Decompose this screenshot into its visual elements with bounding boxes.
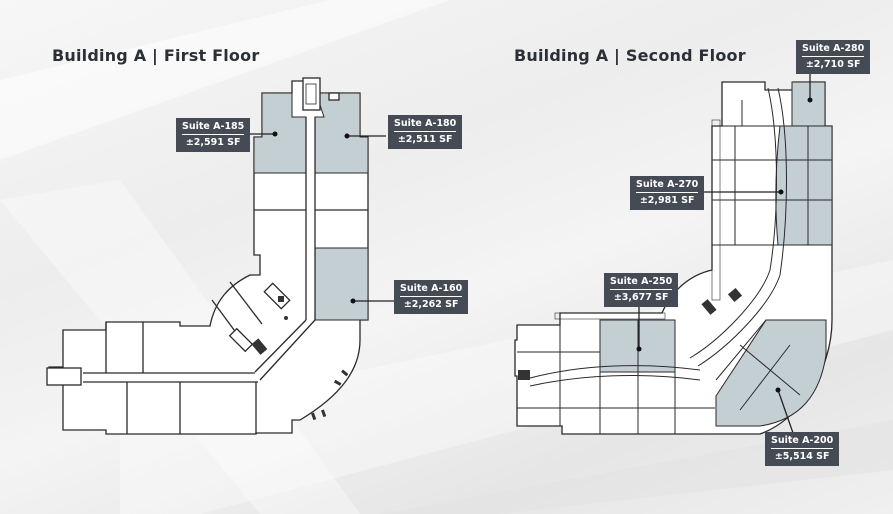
suite-a-160-label[interactable]: Suite A-160 ±2,262 SF xyxy=(394,280,469,314)
suite-a-250-area xyxy=(599,319,676,373)
suite-a-270-label[interactable]: Suite A-270 ±2,981 SF xyxy=(630,176,705,210)
suite-a-280-area xyxy=(791,81,826,127)
suite-a-200-label[interactable]: Suite A-200 ±5,514 SF xyxy=(765,432,840,466)
suite-a-270-area xyxy=(775,125,833,246)
suite-a-280-label[interactable]: Suite A-280 ±2,710 SF xyxy=(796,40,871,74)
second-floor-title: Building A | Second Floor xyxy=(514,46,746,65)
first-floor-title: Building A | First Floor xyxy=(52,46,260,65)
suite-a-185-label[interactable]: Suite A-185 ±2,591 SF xyxy=(176,118,251,152)
suite-a-250-label[interactable]: Suite A-250 ±3,677 SF xyxy=(604,273,679,307)
suite-a-180-label[interactable]: Suite A-180 ±2,511 SF xyxy=(388,115,463,149)
suite-a-185-area xyxy=(253,92,307,174)
suite-a-200-area xyxy=(715,319,827,427)
suite-a-160-area xyxy=(314,247,369,321)
suite-a-180-area xyxy=(314,92,369,174)
